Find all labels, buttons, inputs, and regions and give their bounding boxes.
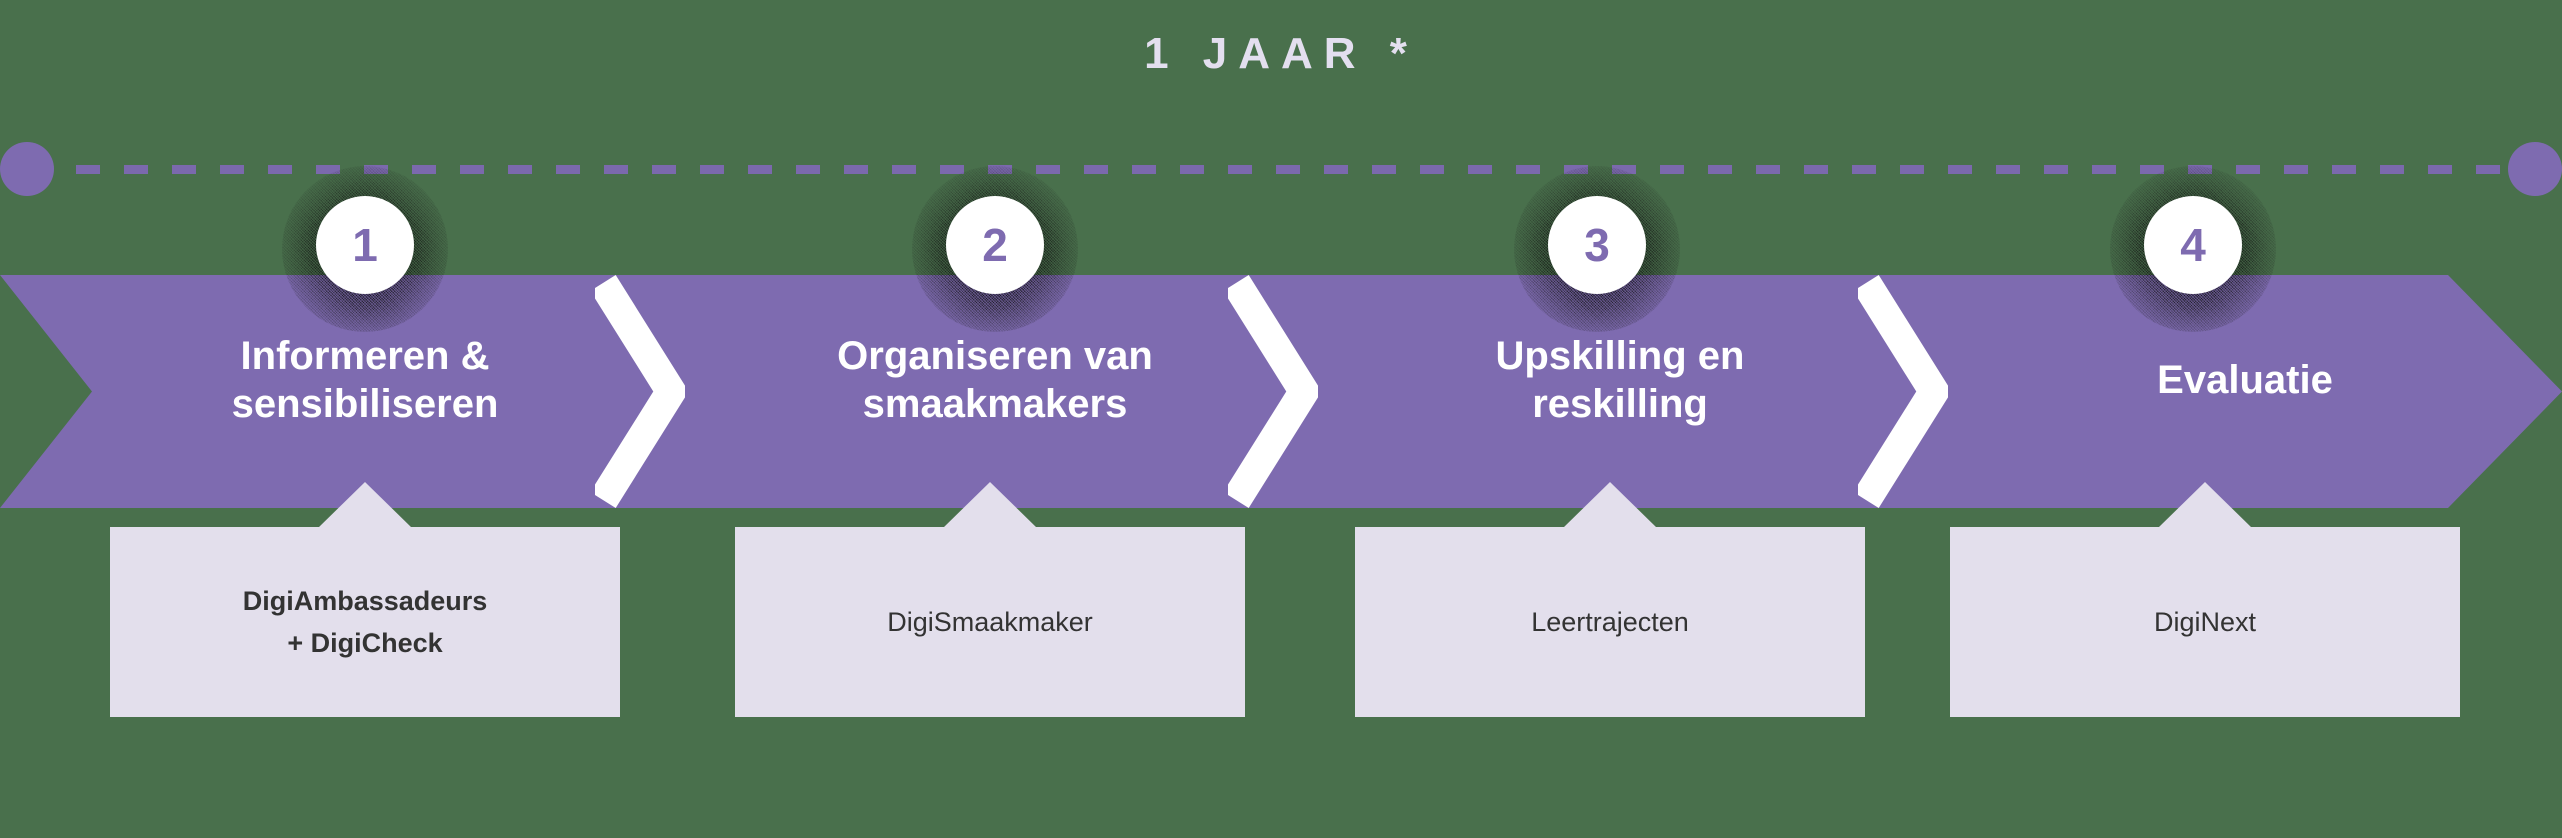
step-2-label: Organiseren van smaakmakers: [837, 334, 1153, 426]
callout-step-1-text: DigiAmbassadeurs + DigiCheck: [242, 586, 488, 658]
callout-step-1[interactable]: DigiAmbassadeurs + DigiCheck: [110, 482, 620, 717]
step-2-number-badge[interactable]: 2: [912, 166, 1078, 332]
timeline-dashed-line: [28, 165, 2534, 174]
step-1-number-badge[interactable]: 1: [282, 166, 448, 332]
step-1-label: Informeren & sensibiliseren: [231, 334, 499, 426]
step-1[interactable]: Informeren & sensibiliseren: [110, 275, 620, 508]
step-3[interactable]: Upskilling en reskilling: [1365, 275, 1875, 508]
step-3-label: Upskilling en reskilling: [1495, 334, 1745, 426]
step-4-number: 4: [2144, 196, 2242, 294]
timeline: [0, 142, 2562, 196]
step-3-number: 3: [1548, 196, 1646, 294]
callout-step-4[interactable]: DigiNext: [1950, 482, 2460, 717]
timeline-end-dot-icon: [2508, 142, 2562, 196]
callout-step-4-text: DigiNext: [2153, 607, 2257, 637]
step-2-number: 2: [946, 196, 1044, 294]
callout-step-3-text: Leertrajecten: [1531, 607, 1689, 637]
step-4[interactable]: Evaluatie: [1990, 275, 2500, 508]
callout-step-3[interactable]: Leertrajecten: [1355, 482, 1865, 717]
callout-step-2-text: DigiSmaakmaker: [887, 607, 1093, 637]
page-title: 1 JAAR *: [1144, 29, 1418, 78]
step-4-label: Evaluatie: [2157, 358, 2333, 402]
step-2[interactable]: Organiseren van smaakmakers: [740, 275, 1250, 508]
callout-step-2[interactable]: DigiSmaakmaker: [735, 482, 1245, 717]
step-4-number-badge[interactable]: 4: [2110, 166, 2276, 332]
timeline-start-dot-icon: [0, 142, 54, 196]
step-3-number-badge[interactable]: 3: [1514, 166, 1680, 332]
step-1-number: 1: [316, 196, 414, 294]
